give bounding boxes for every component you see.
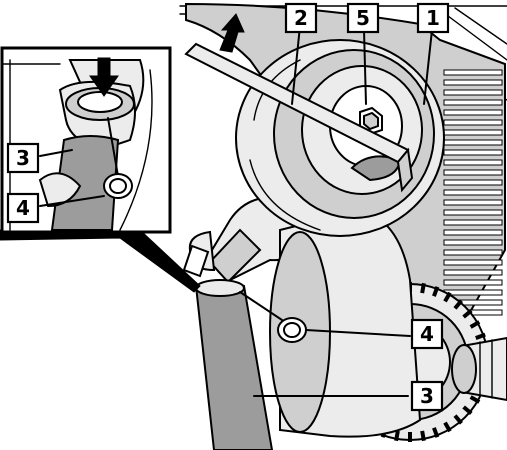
sprocket-tooth: [475, 332, 486, 340]
belt-tooth: [443, 149, 503, 156]
belt-tooth: [443, 209, 503, 216]
callout-inset-3: 3: [6, 142, 40, 174]
belt-tooth: [443, 269, 503, 276]
belt-tooth: [443, 159, 503, 166]
sprocket-tooth: [453, 414, 463, 425]
sprocket-tooth: [432, 427, 440, 438]
belt-tooth: [443, 169, 503, 176]
belt-tooth: [443, 249, 503, 256]
belt-tooth: [443, 79, 503, 86]
callout-5: 5: [346, 2, 380, 34]
sprocket-tooth: [420, 282, 426, 294]
belt-tooth: [443, 129, 503, 136]
belt-tooth: [443, 109, 503, 116]
belt-tooth: [443, 199, 503, 206]
sprocket-tooth: [469, 395, 481, 404]
callout-1: 1: [416, 2, 450, 34]
rotation-arrow-icon: [219, 13, 245, 53]
belt-tooth: [443, 229, 503, 236]
hex-key-tool: [184, 42, 414, 193]
sprocket-tooth: [462, 405, 473, 415]
svg-text:1: 1: [426, 6, 440, 30]
svg-text:3: 3: [16, 146, 30, 170]
belt-tooth: [443, 239, 503, 246]
belt-tooth: [443, 259, 503, 266]
svg-text:5: 5: [356, 6, 370, 30]
belt-tooth: [443, 89, 503, 96]
inset-connector: [0, 229, 201, 293]
belt-tooth: [443, 119, 503, 126]
belt-tooth: [443, 99, 503, 106]
svg-text:3: 3: [420, 384, 434, 408]
belt-tooth: [443, 69, 503, 76]
belt-tooth: [443, 179, 503, 186]
belt-tooth: [443, 279, 503, 286]
svg-text:4: 4: [420, 322, 434, 346]
belt-tooth: [443, 139, 503, 146]
callout-main-4: 4: [410, 318, 444, 350]
sprocket-tooth: [453, 299, 463, 310]
sprocket-tooth: [462, 309, 473, 319]
callout-leaders: [253, 25, 433, 397]
sprocket-tooth: [469, 320, 481, 329]
sprocket-tooth: [443, 421, 452, 433]
callout-2: 2: [284, 2, 318, 34]
sprocket-tooth: [394, 430, 400, 442]
belt-tooth: [443, 189, 503, 196]
belt-tooth: [443, 219, 503, 226]
tensioner-pulley: [235, 39, 445, 237]
callout-main-3: 3: [410, 380, 444, 412]
svg-text:2: 2: [294, 6, 308, 30]
locking-pin-rod: [182, 244, 274, 450]
svg-text:4: 4: [16, 196, 30, 220]
callout-inset-4: 4: [6, 192, 40, 224]
belt-tooth: [443, 289, 503, 296]
sprocket-tooth: [432, 286, 440, 297]
sprocket-tooth: [443, 291, 452, 303]
sprocket-tooth: [420, 430, 426, 442]
crankshaft: [451, 336, 507, 402]
